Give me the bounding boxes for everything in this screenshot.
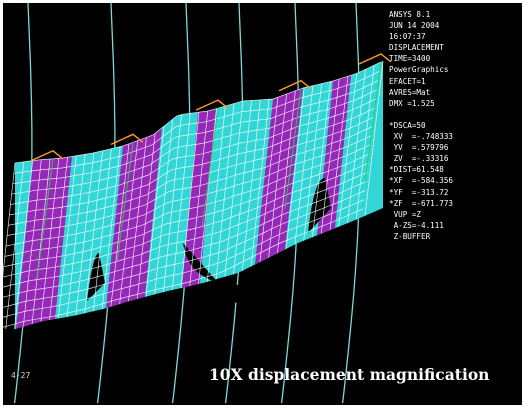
mesh-grid-line — [241, 99, 261, 271]
mesh-grid-line — [5, 135, 373, 247]
mesh-void — [308, 178, 331, 233]
mesh-grid-line — [189, 110, 209, 287]
mesh-grid-line — [136, 133, 156, 299]
info-line: *ZF =-671.773 — [389, 198, 454, 208]
mesh-grid-line — [145, 126, 165, 297]
info-line: VUP =Z — [389, 209, 422, 219]
mesh-grid-line — [355, 65, 375, 220]
mesh-grid-line — [198, 108, 217, 285]
info-line: A-ZS=-4.111 — [389, 220, 444, 230]
mesh-grid-line — [3, 153, 370, 268]
mesh-grid-line — [250, 99, 270, 267]
mesh-grid-line — [93, 148, 112, 312]
info-line: ZV =-.33316 — [389, 154, 449, 164]
stiffener-web — [116, 142, 134, 263]
mesh-grid-line — [3, 180, 367, 298]
info-line: AVRES=Mat — [389, 87, 431, 97]
mesh-grid-line — [84, 150, 103, 314]
mesh-grid-line — [154, 119, 174, 295]
info-line: *YF =-313.72 — [389, 187, 449, 197]
mesh-grid-line — [215, 103, 235, 280]
info-line: TIME=3400 — [389, 54, 431, 64]
info-line: XV =-.748333 — [389, 132, 454, 142]
stiffener-web — [284, 88, 302, 209]
info-line: DISPLACEMENT — [389, 43, 444, 53]
mesh-grid-line — [277, 90, 296, 254]
mesh-grid-line — [57, 155, 77, 319]
mesh-grid-line — [10, 98, 377, 205]
fe-displacement-plot — [3, 3, 392, 404]
mesh-grid-line — [101, 146, 121, 310]
deformed-mesh — [3, 60, 384, 330]
mesh-grid-line — [163, 114, 182, 293]
mesh-grid-line — [171, 113, 191, 291]
mesh-grid-line — [75, 152, 95, 316]
info-line: 16:07:37 — [389, 32, 426, 42]
magenta-band — [16, 156, 72, 329]
mesh-grid-line — [3, 190, 366, 308]
stiffener-top — [358, 53, 392, 65]
stiffener-web — [201, 108, 219, 229]
info-line: PowerGraphics — [389, 65, 449, 75]
info-line: *XF =-584.356 — [389, 176, 454, 186]
info-line: YV =.579796 — [389, 143, 449, 153]
info-line: *DSCA=50 — [389, 120, 426, 130]
info-line — [389, 109, 519, 120]
mesh-grid-line — [8, 116, 375, 226]
mesh-grid-line — [13, 70, 381, 174]
mesh-void — [183, 243, 247, 315]
mesh-grid-line — [110, 143, 130, 307]
mesh-grid-line — [11, 89, 378, 195]
mesh-grid-line — [12, 79, 379, 185]
magnification-caption: 10X displacement magnification — [209, 365, 490, 384]
mesh-grid-line — [206, 106, 226, 282]
info-line: *DIST=61.548 — [389, 165, 444, 175]
mesh-grid-line — [364, 60, 384, 216]
mesh-grid-line — [7, 125, 374, 236]
mesh-grid-line — [347, 69, 366, 224]
mesh-grid-line — [3, 199, 365, 318]
mesh-grid-line — [268, 93, 287, 258]
mesh-grid-line — [3, 171, 368, 288]
info-line: JUN 14 2004 — [389, 21, 440, 31]
mesh-grid-line — [14, 61, 382, 164]
mesh-grid-line — [9, 107, 376, 216]
info-line: ANSYS 8.1 — [389, 10, 431, 19]
mesh-grid-line — [180, 112, 200, 289]
mesh-grid-line — [3, 162, 16, 277]
info-line: Z-BUFFER — [389, 231, 431, 241]
mesh-grid-line — [4, 144, 372, 257]
stiffener-top — [30, 149, 64, 162]
stiffener-web — [36, 158, 54, 279]
stiffener-lines — [30, 53, 392, 279]
mesh-grid-line — [3, 162, 369, 278]
stiffener-web — [364, 61, 382, 183]
mesh-grid-line — [285, 87, 305, 249]
mesh-grid-line — [5, 161, 25, 330]
stiffener-top — [195, 99, 229, 111]
mesh-grid-line — [119, 140, 139, 305]
mesh-grid-line — [14, 160, 33, 330]
mesh-grid-line — [40, 158, 60, 322]
mesh-grid-line — [224, 101, 244, 277]
mesh-grid-line — [66, 154, 86, 318]
mesh-grid-line — [22, 159, 42, 327]
info-line: EFACET=1 — [389, 76, 426, 86]
mesh-grid-line — [259, 97, 279, 263]
stiffener-top — [110, 133, 144, 145]
window-label: 4-27 — [11, 371, 31, 380]
mesh-grid-line — [49, 157, 68, 320]
info-line: DMX =1.525 — [389, 98, 435, 108]
mesh-grid-line — [3, 208, 364, 328]
stiffener-top — [278, 79, 312, 92]
mesh-grid-line — [31, 158, 51, 325]
mesh-grid-line — [128, 137, 147, 302]
